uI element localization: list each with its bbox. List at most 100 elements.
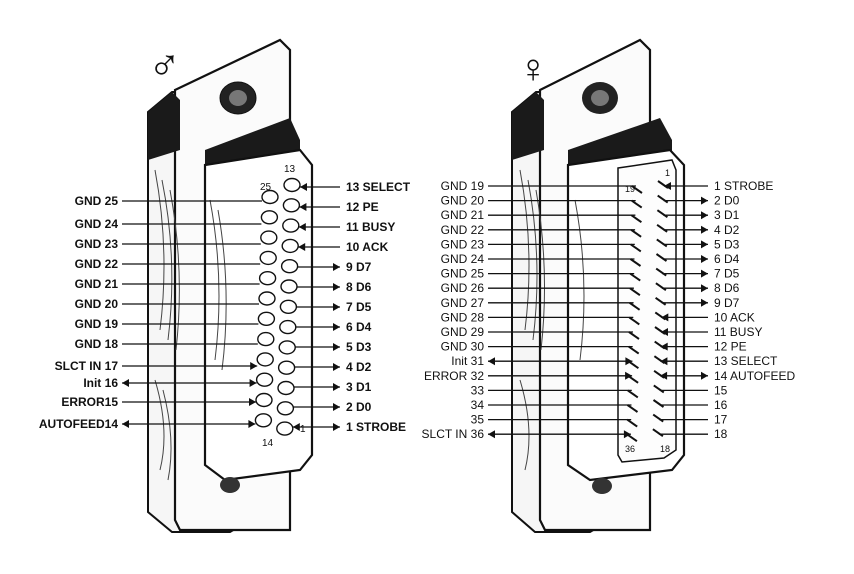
female-contact-array (626, 180, 669, 443)
female-left-pin-label: GND 20 (441, 194, 485, 208)
male-left-pin-row: AUTOFEED14 (39, 417, 256, 431)
male-left-pin-label: SLCT IN 17 (55, 359, 119, 373)
male-right-pin-label: 2 D0 (346, 400, 372, 414)
male-right-pin-row: 2 D0 (293, 400, 372, 414)
female-left-pin-row: GND 27 (441, 296, 634, 310)
male-left-pin-label: GND 23 (75, 237, 119, 251)
male-top-right-number: 13 (284, 164, 296, 175)
male-pin (259, 250, 277, 266)
female-right-pin-row: 3 D1 (663, 208, 740, 222)
male-left-pin-row: GND 23 (75, 237, 261, 251)
male-left-pin-label: GND 22 (75, 257, 119, 271)
female-left-pin-label: GND 28 (441, 310, 485, 324)
male-right-pin-row: 10 ACK (298, 240, 389, 254)
female-left-pin-label: GND 19 (441, 179, 485, 193)
male-bottom-left-number: 14 (262, 438, 274, 449)
male-left-pin-row: ERROR15 (61, 395, 256, 409)
female-contact (656, 209, 668, 219)
female-left-pin-label: GND 29 (441, 325, 485, 339)
female-contact (629, 272, 641, 282)
female-contact (629, 301, 641, 311)
male-pin (282, 218, 300, 233)
female-right-pin-row: 13 SELECT (660, 354, 778, 368)
female-contact (652, 399, 665, 408)
male-right-pin-label: 1 STROBE (346, 420, 406, 434)
female-left-pin-label: Init 31 (451, 354, 484, 368)
female-left-pin-label: GND 21 (441, 208, 485, 222)
male-right-pin-label: 6 D4 (346, 320, 372, 334)
female-left-pin-row: GND 28 (441, 310, 634, 324)
female-left-pin-row: Init 31 (451, 354, 633, 368)
male-pin (257, 331, 275, 347)
male-left-pin-row: GND 19 (75, 317, 259, 331)
male-pin (282, 198, 301, 213)
female-contact (655, 253, 668, 262)
female-right-pin-label: 14 AUTOFEED (714, 369, 795, 383)
female-left-pin-label: GND 24 (441, 252, 485, 266)
female-right-pin-row: 14 AUTOFEED (660, 369, 795, 383)
male-pin (261, 189, 279, 205)
female-right-pin-label: 13 SELECT (714, 354, 778, 368)
female-left-pin-label: 33 (471, 383, 485, 397)
female-top-right-number: 1 (665, 168, 670, 178)
female-contact (652, 413, 664, 423)
female-left-pin-label: GND 27 (441, 296, 485, 310)
female-left-pin-label: GND 30 (441, 340, 485, 354)
male-pin (256, 352, 274, 367)
male-right-pin-label: 11 BUSY (346, 220, 395, 234)
female-contact (630, 228, 642, 238)
female-left-pin-row: GND 20 (441, 194, 636, 208)
female-right-pin-row: 16 (659, 398, 728, 412)
male-left-pin-label: GND 21 (75, 277, 119, 291)
female-contact (655, 296, 667, 306)
female-screw-bottom-icon (592, 478, 612, 494)
female-contact-slot (617, 159, 677, 463)
female-contact (628, 316, 640, 326)
male-right-pin-label: 13 SELECT (346, 180, 411, 194)
female-left-pin-label: SLCT IN 36 (422, 427, 485, 441)
male-right-pin-label: 7 D5 (346, 300, 372, 314)
male-pin (279, 319, 297, 335)
female-bottom-right-number: 18 (660, 444, 670, 454)
male-pin (279, 299, 298, 314)
female-left-pin-row: GND 22 (441, 223, 636, 237)
male-left-pin-label: ERROR15 (61, 395, 118, 409)
female-left-pin-label: GND 23 (441, 237, 485, 251)
male-pin (260, 210, 279, 225)
female-left-pin-row: 35 (471, 413, 632, 427)
female-right-pin-row: 9 D7 (661, 296, 740, 310)
male-right-pin-label: 4 D2 (346, 360, 372, 374)
female-right-pin-row: 17 (659, 413, 728, 427)
female-contact (630, 214, 642, 224)
male-pin (277, 380, 295, 396)
female-right-pin-row: 12 PE (660, 340, 747, 354)
female-right-pin-row: 1 STROBE (664, 179, 773, 193)
male-pin (258, 271, 277, 286)
female-left-pin-row: GND 21 (441, 208, 636, 222)
male-right-pin-label: 12 PE (346, 200, 379, 214)
female-contact (628, 345, 640, 355)
female-left-pin-label: 35 (471, 413, 485, 427)
female-left-pin-row: GND 29 (441, 325, 633, 339)
female-right-pin-row: 8 D6 (661, 281, 740, 295)
female-contact (629, 287, 641, 297)
female-contact (626, 404, 639, 413)
male-left-pin-row: GND 18 (75, 337, 258, 351)
female-right-pin-row: 18 (658, 427, 728, 441)
male-right-pin-label: 10 ACK (346, 240, 389, 254)
female-left-pin-label: ERROR 32 (424, 369, 484, 383)
female-contact (631, 199, 643, 209)
female-right-pin-label: 16 (714, 398, 728, 412)
male-pin (258, 291, 276, 306)
male-pin (255, 372, 274, 387)
female-left-pin-row: GND 26 (441, 281, 634, 295)
male-pin (254, 413, 273, 428)
female-symbol-icon: ♀ (518, 47, 548, 91)
female-contact (627, 389, 639, 399)
male-left-pin-row: SLCT IN 17 (55, 359, 258, 373)
